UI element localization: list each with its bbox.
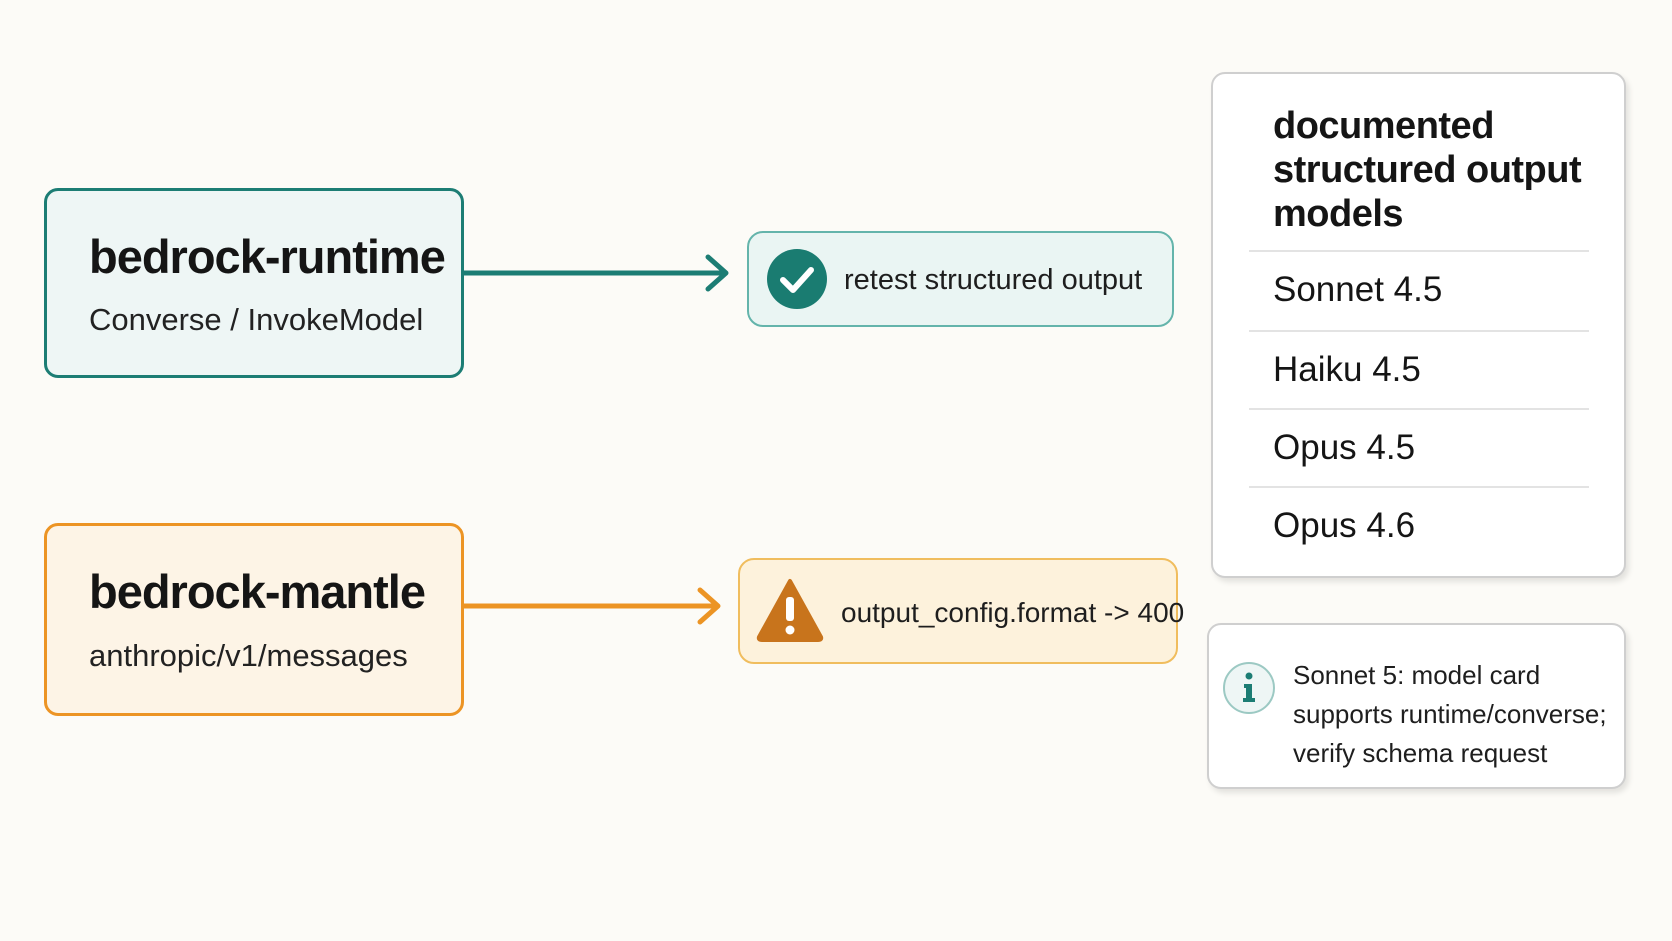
mantle-result-text: output_config.format -> 400: [841, 597, 1185, 628]
divider: [1249, 250, 1589, 252]
sonnet-note-card: Sonnet 5: model card supports runtime/co…: [1207, 623, 1626, 789]
mantle-endpoint-box: bedrock-mantle anthropic/v1/messages: [44, 523, 464, 716]
mantle-result-pill: output_config.format -> 400: [738, 558, 1184, 664]
model-label: Opus 4.5: [1273, 428, 1416, 467]
runtime-endpoint-box: bedrock-runtime Converse / InvokeModel: [44, 188, 464, 378]
models-heading: documented structured output models: [1273, 105, 1582, 235]
model-list-item: Haiku 4.5: [1249, 330, 1589, 410]
warning-triangle-icon: [756, 579, 824, 642]
divider: [1249, 486, 1589, 488]
divider: [1249, 330, 1589, 332]
model-list-item: Opus 4.6: [1249, 486, 1589, 566]
runtime-result-pill: retest structured output: [747, 231, 1174, 327]
runtime-subtitle: Converse / InvokeModel: [89, 302, 424, 337]
mantle-subtitle: anthropic/v1/messages: [89, 638, 408, 673]
divider: [1249, 408, 1589, 410]
check-circle-icon: [767, 249, 827, 309]
model-label: Haiku 4.5: [1273, 350, 1421, 389]
runtime-title: bedrock-runtime: [89, 230, 446, 283]
model-list-item: Opus 4.5: [1249, 408, 1589, 488]
model-label: Opus 4.6: [1273, 506, 1416, 545]
mantle-title: bedrock-mantle: [89, 565, 426, 618]
runtime-arrow: [464, 254, 729, 292]
sonnet-note-text: Sonnet 5: model card supports runtime/co…: [1293, 660, 1607, 768]
model-label: Sonnet 4.5: [1273, 270, 1443, 309]
structured-output-models-card: documented structured output models Sonn…: [1211, 72, 1626, 578]
runtime-result-text: retest structured output: [844, 264, 1143, 296]
info-icon: [1223, 662, 1275, 714]
mantle-arrow: [464, 587, 721, 625]
model-list-item: Sonnet 4.5: [1249, 250, 1589, 330]
